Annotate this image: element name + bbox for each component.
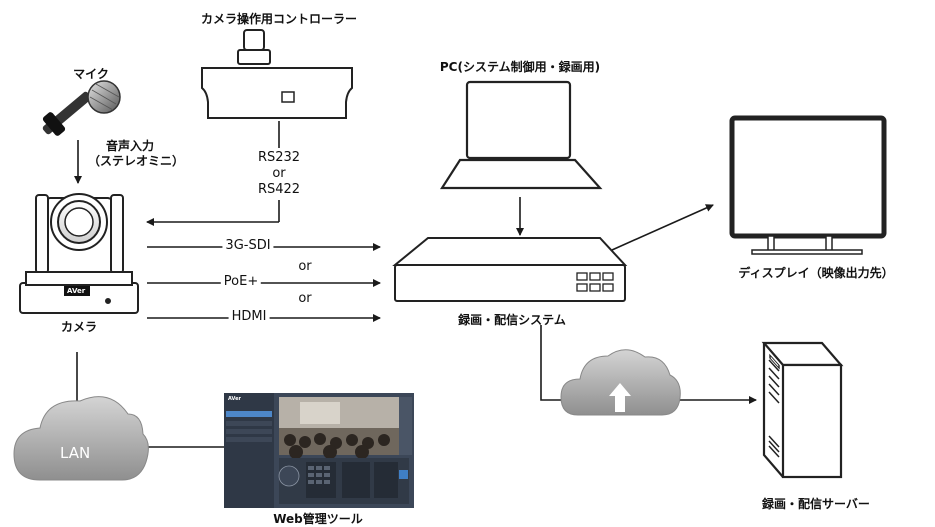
display-icon [729, 115, 887, 255]
upload-cloud-icon [560, 349, 681, 416]
web-tool-logo: AVer [228, 396, 241, 402]
display-label: ディスプレイ（映像出力先） [738, 266, 894, 280]
recorder-icon [392, 237, 628, 302]
mic-icon [42, 80, 121, 136]
web-tool-screenshot [224, 393, 414, 508]
poe-label: PoE+ [220, 274, 262, 289]
controller-icon [201, 29, 353, 119]
rs422-label: RS422 [257, 182, 301, 197]
recorder-label: 録画・配信システム [458, 313, 566, 327]
audio-input-sub-label: （ステレオミニ） [88, 154, 185, 168]
camera-label: カメラ [60, 320, 98, 334]
mic-label: マイク [73, 67, 109, 81]
lan-label: LAN [60, 444, 91, 462]
recorder-to-cloud-line [540, 325, 568, 401]
camera-icon [19, 193, 139, 314]
pc-laptop-icon [439, 80, 603, 190]
upload-arrow-icon [609, 383, 631, 412]
hdmi-label: HDMI [228, 309, 270, 324]
server-label: 録画・配信サーバー [762, 497, 870, 511]
lan-cloud-icon [13, 396, 149, 481]
rs-or-label: or [272, 166, 286, 181]
camera-logo: AVer [67, 287, 86, 295]
web-tool-label: Web管理ツール [273, 512, 363, 526]
poe-or-label: or [298, 291, 312, 306]
sdi-or-label: or [298, 259, 312, 274]
rs232-label: RS232 [257, 150, 301, 165]
server-icon [761, 341, 844, 479]
pc-label: PC(システム制御用・録画用) [439, 60, 601, 74]
controller-label: カメラ操作用コントローラー [200, 12, 358, 26]
audio-input-label: 音声入力 [106, 139, 155, 153]
sdi-label: 3G-SDI [222, 238, 274, 253]
recorder-to-display-arrow [611, 204, 714, 251]
